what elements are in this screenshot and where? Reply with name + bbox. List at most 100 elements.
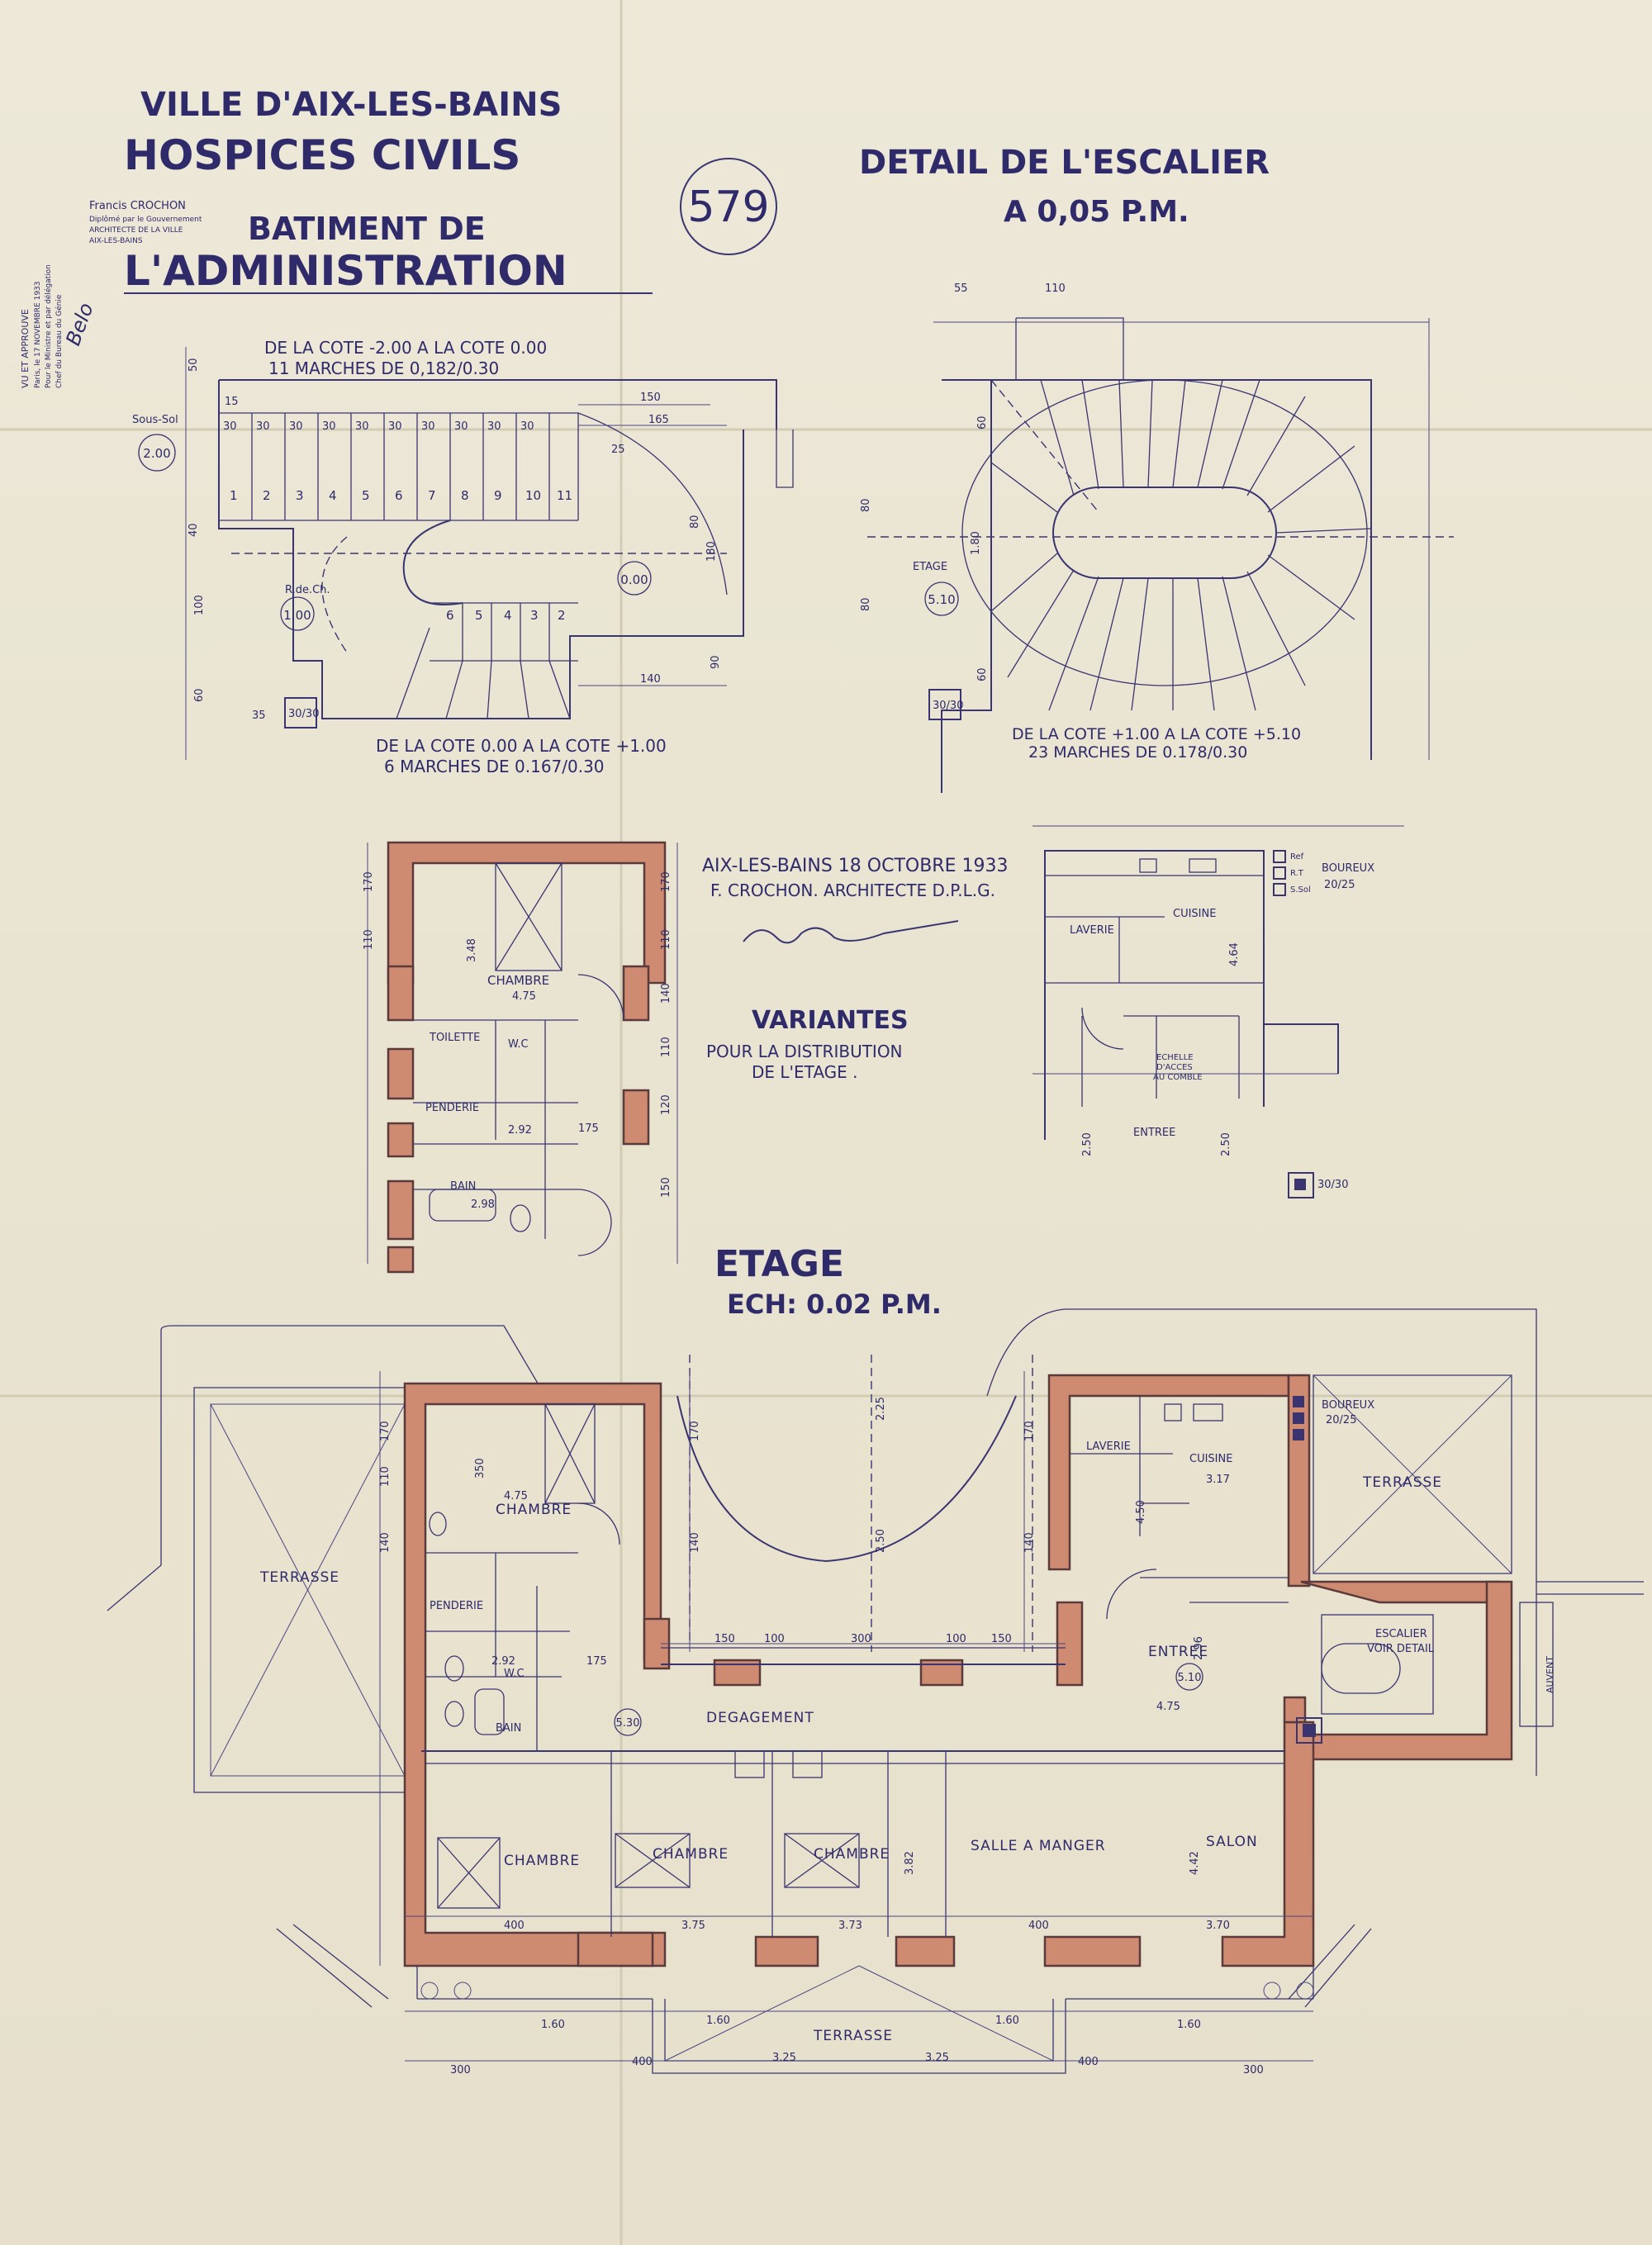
room-label-degagement: DEGAGEMENT — [706, 1710, 814, 1726]
dim-110: 110 — [660, 929, 672, 950]
stair-right-caption-2: 23 MARCHES DE 0.178/0.30 — [1028, 743, 1247, 762]
level-marker — [1175, 1663, 1203, 1691]
label-boureux: BOUREUX — [1322, 1399, 1374, 1412]
dim-325: 3.25 — [772, 2052, 796, 2064]
etage-heading: ETAGE — [714, 1243, 844, 1285]
pillar-label: 30/30 — [1317, 1179, 1348, 1191]
dim-55: 55 — [954, 282, 968, 295]
level-value: 5.10 — [1178, 1672, 1202, 1684]
toilet — [510, 1204, 531, 1232]
label-echelle: D'ACCES — [1156, 1063, 1193, 1072]
level-label-sous-sol: Sous-Sol — [132, 414, 178, 426]
stair-left-caption-2: 11 MARCHES DE 0,182/0.30 — [268, 358, 499, 378]
stair-left-caption-1: DE LA COTE -2.00 A LA COTE 0.00 — [264, 338, 547, 358]
institution-title: HOSPICES CIVILS — [124, 131, 520, 179]
variantes-sub1: POUR LA DISTRIBUTION — [706, 1042, 903, 1061]
toilet — [444, 1701, 464, 1727]
stair-left-tread-dims: 30 30 30 30 30 30 30 30 30 30 — [223, 420, 534, 433]
dim-110: 110 — [1045, 282, 1066, 295]
dim-30: 30 — [256, 420, 270, 433]
level-label-etage: ETAGE — [913, 561, 947, 573]
level-marker — [280, 596, 315, 631]
dim-80: 80 — [860, 597, 872, 611]
approval-stamp: VU ET APPROUVE Paris, le 17 NOVEMBRE 193… — [20, 264, 64, 388]
step-number: 7 — [428, 488, 436, 503]
dim-300: 300 — [851, 1633, 871, 1645]
dim-100: 100 — [946, 1633, 966, 1645]
dim-225: 2.25 — [875, 1397, 887, 1421]
room-label-chambre-top: CHAMBRE — [496, 1502, 572, 1518]
dim-250: 2.50 — [1220, 1132, 1232, 1156]
level-marker — [138, 434, 176, 472]
stair-right-treads — [990, 379, 1372, 711]
dim-150: 150 — [714, 1633, 735, 1645]
dim-100: 100 — [193, 595, 206, 615]
stair-detail-left: DE LA COTE -2.00 A LA COTE 0.00 11 MARCH… — [132, 338, 794, 776]
pillar — [928, 689, 961, 720]
approval-line4: Chef du Bureau du Génie — [55, 294, 64, 388]
label-boureux-dim: 20/25 — [1324, 879, 1355, 891]
stamp-line4: AIX-LES-BAINS — [89, 237, 143, 245]
sink — [734, 1750, 765, 1778]
level-value: 0.00 — [620, 572, 648, 587]
main-floor-plan: TERRASSE TERRASSE — [107, 1308, 1644, 2077]
dim-175: 175 — [586, 1655, 607, 1668]
dim-140: 140 — [689, 1532, 701, 1553]
dim-30: 30 — [520, 420, 534, 433]
pillar-label: 30/30 — [933, 700, 963, 712]
dim-60: 60 — [976, 415, 989, 430]
room-label-penderie: PENDERIE — [430, 1600, 483, 1612]
step-number: 1 — [230, 488, 238, 503]
level-marker — [924, 581, 959, 616]
variantes-sub2: DE L'ETAGE . — [752, 1062, 858, 1082]
step-number: 2 — [558, 608, 566, 623]
dim-450: 4.50 — [1135, 1500, 1147, 1524]
step-number: 5 — [475, 608, 483, 623]
room-label-laverie: LAVERIE — [1086, 1441, 1131, 1453]
dim-400: 400 — [504, 1920, 525, 1932]
pillar — [1288, 1172, 1314, 1198]
approval-line2: Paris, le 17 NOVEMBRE 1933 — [34, 281, 42, 388]
signature-block: AIX-LES-BAINS 18 OCTOBRE 1933 F. CROCHON… — [702, 856, 1008, 944]
dim-30: 30 — [388, 420, 402, 433]
stair-well — [1052, 486, 1277, 579]
dim-110: 110 — [363, 929, 375, 950]
dim-300: 300 — [450, 2064, 471, 2077]
bathtub — [474, 1688, 505, 1735]
dim-317: 3.17 — [1206, 1474, 1230, 1486]
dim-15: 15 — [225, 396, 239, 408]
stair-detail-title: DETAIL DE L'ESCALIER A 0,05 P.M. — [859, 144, 1270, 229]
step-number: 4 — [329, 488, 337, 503]
dim-475: 4.75 — [504, 1490, 528, 1502]
variant-plan-left: CHAMBRE 4.75 TOILETTE W.C PENDERIE BAIN … — [363, 841, 678, 1274]
step-number: 6 — [395, 488, 403, 503]
room-label-terrasse-left: TERRASSE — [259, 1569, 339, 1586]
building-title-line1: BATIMENT DE — [248, 211, 486, 247]
dim-350: 350 — [474, 1458, 487, 1478]
dim-170: 170 — [363, 871, 375, 892]
level-value: 1.00 — [283, 608, 311, 623]
step-number: 9 — [494, 488, 502, 503]
sheet-number-circle — [680, 158, 777, 255]
room-label-chambre-3: CHAMBRE — [814, 1846, 890, 1863]
dim-160: 1.60 — [1177, 2019, 1201, 2031]
stair-detail-heading: DETAIL DE L'ESCALIER — [859, 144, 1270, 182]
etage-scale: ECH: 0.02 P.M. — [727, 1289, 942, 1320]
variantes-heading: VARIANTES — [752, 1006, 909, 1035]
stamp-line2: Diplômé par le Gouvernement — [89, 215, 202, 224]
dim-120: 120 — [660, 1094, 672, 1115]
step-number: 3 — [530, 608, 539, 623]
room-label-salle-a-manger: SALLE A MANGER — [971, 1838, 1106, 1854]
dim-292: 2.92 — [508, 1124, 532, 1137]
dim-160: 1.60 — [995, 2015, 1019, 2027]
flue-ref: S.Sol — [1290, 885, 1311, 895]
title-block: VILLE D'AIX-LES-BAINS HOSPICES CIVILS BA… — [124, 86, 777, 295]
dim-160: 1.60 — [706, 2015, 730, 2027]
room-label-entree: ENTREE — [1133, 1127, 1175, 1139]
dim-150: 150 — [991, 1633, 1012, 1645]
label-echelle: AU COMBLE — [1153, 1073, 1203, 1082]
room-label-bain: BAIN — [450, 1180, 476, 1193]
dim-50: 50 — [188, 358, 200, 372]
